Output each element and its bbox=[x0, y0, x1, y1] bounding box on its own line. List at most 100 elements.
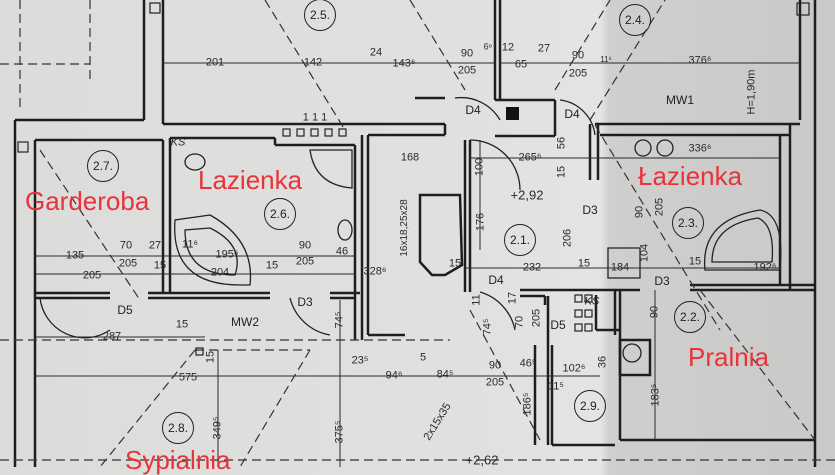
door-label: D3 bbox=[582, 203, 598, 217]
dimension-label: 186⁵ bbox=[521, 392, 534, 416]
dimension-label: 90 bbox=[648, 305, 661, 319]
dimension-label: 195⁶ bbox=[215, 248, 239, 261]
dimension-label: 205 bbox=[530, 308, 543, 328]
dimension-label: 205 bbox=[118, 257, 138, 270]
room-label-pralnia: Pralnia bbox=[688, 342, 769, 372]
dimension-label: 205 bbox=[485, 376, 505, 389]
dimension-label: 90 bbox=[571, 49, 585, 62]
ks-marker: KS bbox=[584, 295, 600, 308]
dimension-label: 15 bbox=[175, 318, 189, 331]
dimension-label: 11⁵ bbox=[548, 380, 564, 393]
room-number-2-9: 2.9. bbox=[574, 390, 606, 422]
dimension-label: 232 bbox=[522, 261, 542, 274]
dimension-lines bbox=[35, 62, 800, 467]
dimension-label: 6⁶ bbox=[483, 41, 493, 52]
room-number-2-3: 2.3. bbox=[672, 207, 704, 239]
dimension-label: 90 bbox=[460, 47, 474, 60]
dimension-label: 74⁵ bbox=[333, 311, 346, 329]
door-label: D4 bbox=[564, 107, 580, 121]
room-label-lazienka-left: Lazienka bbox=[198, 165, 303, 195]
dimension-label: 336⁶ bbox=[688, 142, 712, 155]
room-number-2-2: 2.2. bbox=[674, 301, 706, 333]
door-label: D5 bbox=[117, 303, 133, 317]
dimension-label: 46⁵ bbox=[519, 357, 537, 370]
room-number-2-5: 2.5. bbox=[304, 0, 336, 31]
dimension-label: 11⁶ bbox=[182, 238, 198, 251]
dimension-label: 104 bbox=[638, 243, 651, 263]
dimension-label: 36 bbox=[596, 355, 609, 369]
door-label: D3 bbox=[654, 274, 670, 288]
stairs-spec: 16x18,25x28 bbox=[399, 199, 410, 257]
dimension-label: 46 bbox=[335, 245, 349, 258]
dimension-label: 90 bbox=[633, 205, 646, 219]
height-note: H=1,90m bbox=[745, 69, 758, 115]
dimension-label: 15 bbox=[204, 350, 217, 364]
door-label: D5 bbox=[550, 318, 566, 332]
dimension-label: 183⁵ bbox=[649, 383, 662, 407]
dimension-label: 15 bbox=[448, 257, 462, 270]
dimension-label: 11⁶ bbox=[600, 55, 612, 64]
dimension-label: 90 bbox=[488, 359, 502, 372]
room-number-2-7: 2.7. bbox=[87, 150, 119, 182]
dimension-label: 12 bbox=[501, 41, 515, 54]
dimension-label: 168 bbox=[400, 151, 420, 164]
dimension-label: 201 bbox=[205, 56, 225, 69]
dimension-label: 328⁶ bbox=[363, 265, 387, 278]
vent-squares bbox=[17, 2, 810, 356]
dimension-label: 575 bbox=[178, 371, 198, 384]
dimension-label: 5 bbox=[419, 351, 427, 364]
dimension-label: 84⁵ bbox=[436, 368, 454, 381]
dimension-label: 15 bbox=[265, 259, 279, 272]
vent-count: 1 1 1 bbox=[302, 111, 328, 124]
walls bbox=[13, 0, 817, 467]
dimension-label: 65 bbox=[514, 58, 528, 71]
dimension-label: 70 bbox=[119, 239, 133, 252]
room-number-2-8: 2.8. bbox=[162, 412, 194, 444]
room-label-sypialnia: Sypialnia bbox=[125, 445, 231, 475]
dimension-label: 15 bbox=[153, 259, 167, 272]
door-label: D4 bbox=[488, 273, 504, 287]
dimension-label: 100 bbox=[473, 157, 486, 177]
dimension-label: 135 bbox=[65, 249, 85, 262]
dimension-label: 102⁶ bbox=[562, 362, 586, 375]
dimension-label: 192⁶ bbox=[753, 261, 777, 274]
dimension-label: 206 bbox=[561, 228, 574, 248]
elevation-mark: +2,62 bbox=[465, 452, 499, 468]
door-label: D4 bbox=[465, 103, 481, 117]
dimension-label: 17 bbox=[506, 291, 519, 305]
dimension-label: 205 bbox=[295, 255, 315, 268]
dimension-label: 142 bbox=[303, 56, 323, 69]
dimension-label: 90 bbox=[298, 239, 312, 252]
elevation-mark: +2,92 bbox=[510, 187, 544, 203]
dimension-label: 184 bbox=[610, 261, 630, 274]
dimension-label: 27 bbox=[148, 239, 162, 252]
room-number-2-6: 2.6. bbox=[264, 198, 296, 230]
dimension-label: 24 bbox=[369, 46, 383, 59]
dimension-label: 27 bbox=[537, 42, 551, 55]
ventilation-mw2: MW2 bbox=[231, 315, 259, 329]
dimension-label: 375⁵ bbox=[333, 420, 346, 444]
dimension-label: 23⁵ bbox=[351, 354, 369, 367]
dimension-label: 143⁶ bbox=[392, 57, 416, 70]
dimension-label: 349⁵ bbox=[211, 416, 224, 440]
dimension-label: 70 bbox=[513, 315, 526, 329]
dimension-label: 15 bbox=[577, 257, 591, 270]
room-number-2-1: 2.1. bbox=[504, 224, 536, 256]
dimension-label: 376⁶ bbox=[688, 54, 712, 67]
room-label-lazienka-right: Łazienka bbox=[638, 161, 743, 191]
dimension-label: 205 bbox=[82, 269, 102, 282]
dimension-label: 205 bbox=[457, 64, 477, 77]
dimension-label: 265⁶ bbox=[518, 151, 542, 164]
door-label: D3 bbox=[297, 295, 313, 309]
room-number-2-4: 2.4. bbox=[619, 4, 651, 36]
fixtures bbox=[39, 96, 782, 363]
dimension-label: 15 bbox=[688, 255, 702, 268]
chimney-flue bbox=[506, 107, 519, 120]
dimension-label: 11 bbox=[470, 294, 483, 306]
dimension-label: 176 bbox=[474, 212, 487, 232]
dimension-label: 287 bbox=[102, 330, 122, 343]
dimension-label: 204 bbox=[210, 266, 230, 279]
dimension-label: 205 bbox=[653, 197, 666, 217]
